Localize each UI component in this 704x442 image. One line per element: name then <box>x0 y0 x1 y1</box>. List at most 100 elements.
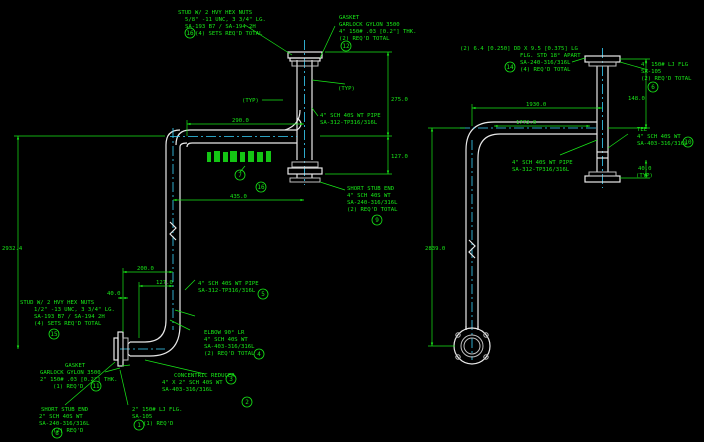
reducer-note: CONCENTRIC REDUCER 4" X 2" SCH 40S WT SA… <box>162 373 253 408</box>
tag-9-circle <box>371 214 383 226</box>
left-dimensions: 290.0 435.0 275.0 127.0 2932.4 200.0 1 <box>2 51 408 349</box>
svg-text:(2) 6.4 [0.250] DD X 9.5 [0.37: (2) 6.4 [0.250] DD X 9.5 [0.375] LG <box>460 46 579 52</box>
svg-text:2" 150# .03 [0.2"] THK.: 2" 150# .03 [0.2"] THK. <box>40 377 117 383</box>
svg-text:(2) REQ'D: (2) REQ'D <box>53 428 84 434</box>
long-vertical-pipe <box>165 128 188 330</box>
stud-top-note: STUD W/ 2 HVY HEX NUTS 5/8" -11 UNC, 3 3… <box>178 10 266 39</box>
svg-text:(1) REQ'D: (1) REQ'D <box>53 384 84 390</box>
weld-label-hatch <box>207 151 271 162</box>
right-assembly: 1930.0 1772.0 148.0 40.0 (TYP) 2839.0 (2… <box>425 46 694 365</box>
svg-text:4" SCH 40S WT PIPE: 4" SCH 40S WT PIPE <box>320 113 381 119</box>
top-vertical-pipe <box>287 40 323 185</box>
left-assembly: 290.0 435.0 275.0 127.0 2932.4 200.0 1 <box>2 10 416 439</box>
typ-label: (TYP) <box>242 98 259 104</box>
svg-text:SA-240-316/316L: SA-240-316/316L <box>520 60 571 66</box>
dim-435: 435.0 <box>230 194 247 200</box>
svg-text:(2) REQ'D TOTAL: (2) REQ'D TOTAL <box>347 207 398 213</box>
tag-11-circle <box>90 380 102 392</box>
svg-text:GARLOCK GYLON 3500: GARLOCK GYLON 3500 <box>40 370 101 376</box>
svg-text:SA-312-TP316/316L: SA-312-TP316/316L <box>512 167 570 173</box>
tag-10-circle <box>682 136 694 148</box>
pipe4-right-assembly-note: 4" SCH 40S WT PIPE SA-312-TP316/316L <box>512 160 573 173</box>
svg-text:1/2" -13 UNC, 3 3/4" LG.: 1/2" -13 UNC, 3 3/4" LG. <box>34 307 115 313</box>
lower-flange <box>287 167 323 175</box>
svg-text:4" 150# .03 [0.2"] THK.: 4" 150# .03 [0.2"] THK. <box>339 29 416 35</box>
svg-text:4" X 2" SCH 40S WT: 4" X 2" SCH 40S WT <box>162 380 223 386</box>
dim-148: 148.0 <box>628 96 645 102</box>
tag-16b-circle <box>255 181 267 193</box>
svg-text:SA-403-316/316L: SA-403-316/316L <box>637 141 688 147</box>
stub4-note: SHORT STUB END 4" SCH 40S WT SA-240-316/… <box>347 186 398 226</box>
svg-text:GASKET: GASKET <box>65 363 86 369</box>
svg-text:11: 11 <box>92 383 100 390</box>
tag-5-circle <box>257 288 269 300</box>
dim-1772: 1772.0 <box>516 120 536 126</box>
dim-2932: 2932.4 <box>2 246 23 252</box>
svg-text:FLG. STD 18° APART: FLG. STD 18° APART <box>520 53 581 59</box>
tag-1-circle <box>133 419 145 431</box>
svg-text:7: 7 <box>238 172 242 179</box>
svg-text:6: 6 <box>651 84 655 91</box>
svg-text:SHORT STUB END: SHORT STUB END <box>347 186 395 192</box>
typ-label-b: (TYP) <box>338 86 355 92</box>
stub2-note: SHORT STUB END 2" SCH 40S WT SA-240-316/… <box>39 407 90 439</box>
tag-14-circle <box>504 61 516 73</box>
svg-text:(4) REQ'D TOTAL: (4) REQ'D TOTAL <box>520 67 571 73</box>
svg-text:4" SCH 40S WT: 4" SCH 40S WT <box>637 134 681 140</box>
svg-text:SA-240-316/316L: SA-240-316/316L <box>347 200 398 206</box>
svg-text:2" SCH 40S WT: 2" SCH 40S WT <box>39 414 83 420</box>
svg-text:1: 1 <box>137 422 141 429</box>
svg-text:SA-312-TP316/316L: SA-312-TP316/316L <box>198 288 256 294</box>
top-flange-upper <box>287 51 323 59</box>
svg-text:9: 9 <box>375 217 379 224</box>
svg-text:4" SCH 40S WT PIPE: 4" SCH 40S WT PIPE <box>198 281 259 287</box>
svg-text:TEE: TEE <box>637 127 648 133</box>
svg-text:16: 16 <box>186 30 194 37</box>
flange2-note: 2" 150# LJ FLG. SA-105 (1) REQ'D 1 <box>132 407 183 431</box>
svg-text:SA-240-316/316L: SA-240-316/316L <box>39 421 90 427</box>
pipe4-right-note: 4" SCH 40S WT PIPE SA-312-TP316/316L <box>320 113 381 126</box>
svg-text:STUD W/ 2 HVY HEX NUTS: STUD W/ 2 HVY HEX NUTS <box>20 300 94 306</box>
svg-text:16: 16 <box>257 184 265 191</box>
svg-text:15: 15 <box>50 331 58 338</box>
pipe4-mid-note: 4" SCH 40S WT PIPE SA-312-TP316/316L 5 <box>198 281 269 300</box>
svg-text:4" SCH 40S WT: 4" SCH 40S WT <box>204 337 248 343</box>
svg-text:(2) REQ'D TOTAL: (2) REQ'D TOTAL <box>204 351 255 357</box>
svg-text:4" 150# LJ FLG: 4" 150# LJ FLG <box>641 62 689 68</box>
svg-text:10: 10 <box>684 139 692 146</box>
svg-text:4" SCH 40S WT: 4" SCH 40S WT <box>347 193 391 199</box>
tag-7-circle <box>234 169 246 181</box>
svg-text:GARLOCK GYLON 3500: GARLOCK GYLON 3500 <box>339 22 400 28</box>
svg-text:(4) SETS REQ'D TOTAL: (4) SETS REQ'D TOTAL <box>34 321 102 327</box>
dim-40-right: 40.0 <box>638 166 651 172</box>
tag-2-circle <box>241 396 253 408</box>
dim-2839: 2839.0 <box>425 246 445 252</box>
svg-text:SA-403-316/316L: SA-403-316/316L <box>204 344 255 350</box>
svg-text:8: 8 <box>55 430 59 437</box>
svg-text:(2) REQ'D TOTAL: (2) REQ'D TOTAL <box>641 76 692 82</box>
elbow-note: ELBOW 90° LR 4" SCH 40S WT SA-403-316/31… <box>204 330 265 360</box>
svg-text:SA-193 B7 / SA-194 2H: SA-193 B7 / SA-194 2H <box>185 24 256 30</box>
svg-text:4: 4 <box>257 351 261 358</box>
horizontal-pipe <box>170 109 302 148</box>
stud-bot-note: STUD W/ 2 HVY HEX NUTS 1/2" -13 UNC, 3 3… <box>20 300 115 340</box>
typ-right: (TYP) <box>636 173 653 179</box>
dim-275: 275.0 <box>391 97 408 103</box>
svg-text:3: 3 <box>229 376 233 383</box>
svg-text:5/8" -11 UNC, 3 3/4" LG.: 5/8" -11 UNC, 3 3/4" LG. <box>185 17 266 23</box>
svg-text:(4) SETS REQ'D TOTAL: (4) SETS REQ'D TOTAL <box>195 31 263 37</box>
svg-text:14: 14 <box>506 64 514 71</box>
gasket-bot-note: GASKET GARLOCK GYLON 3500 2" 150# .03 [0… <box>40 363 117 392</box>
dim-127: 127.0 <box>391 154 408 160</box>
dim-127b: 127.0 <box>156 280 173 286</box>
svg-text:(2) REQ'D TOTAL: (2) REQ'D TOTAL <box>339 36 390 42</box>
tag-3-circle <box>225 373 237 385</box>
svg-text:2" 150# LJ FLG.: 2" 150# LJ FLG. <box>132 407 183 413</box>
svg-text:SA-193 B7 / SA-194 2H: SA-193 B7 / SA-194 2H <box>34 314 105 320</box>
flange4-note: 4" 150# LJ FLG SA-105 (2) REQ'D TOTAL 6 <box>641 62 692 93</box>
svg-text:SA-105: SA-105 <box>132 414 152 420</box>
tag-16-circle <box>184 27 196 39</box>
svg-text:SHORT STUB END: SHORT STUB END <box>41 407 89 413</box>
bottom-elbow-reducer <box>113 319 181 367</box>
tag-12-circle <box>340 40 352 52</box>
